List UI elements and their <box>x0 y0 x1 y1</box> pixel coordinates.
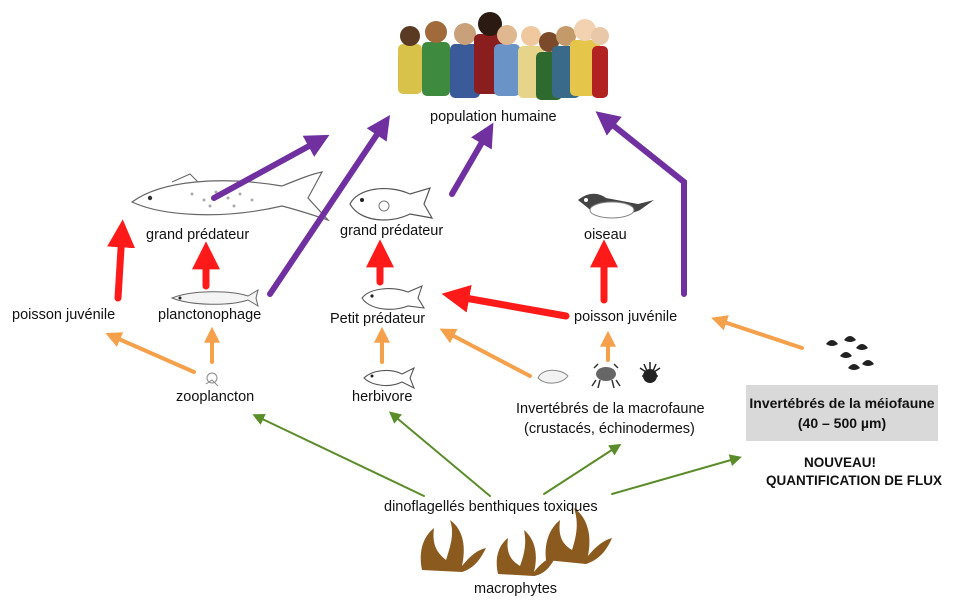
node-herbivore: herbivore <box>352 389 413 405</box>
meiofaune-title: Invertébrés de la méiofaune <box>749 395 935 411</box>
flow-arrow-orange <box>105 332 196 374</box>
flow-arrow-green <box>611 454 742 495</box>
flow-arrow-green <box>543 443 622 495</box>
sardine-icon <box>170 288 259 308</box>
node-macrofaune-title: Invertébrés de la macrofaune <box>516 401 705 417</box>
node-planctonophage: planctonophage <box>158 307 262 323</box>
meiofauna-icon <box>826 336 874 370</box>
node-dinoflagelles: dinoflagellés benthiques toxiques <box>384 499 598 515</box>
people-group-icon <box>398 12 609 100</box>
fish-icon <box>130 171 330 222</box>
bird-icon <box>578 193 654 219</box>
node-grand-predateur-mid: grand prédateur <box>340 223 444 239</box>
flow-arrow-green <box>252 414 425 497</box>
node-poisson-juvenile-left: poisson juvénile <box>12 307 116 323</box>
algae-icon <box>420 508 612 576</box>
fish-icon <box>363 366 416 390</box>
node-poisson-juvenile-right: poisson juvénile <box>574 309 678 325</box>
meiofaune-size: (40 – 500 µm) <box>797 415 887 431</box>
flow-arrow-green <box>388 411 491 497</box>
quantification-label: QUANTIFICATION DE FLUX <box>766 473 942 488</box>
node-zooplancton: zooplancton <box>176 389 255 405</box>
flow-arrow-purple <box>267 115 391 297</box>
flow-arrow-orange <box>439 328 532 378</box>
crab-icon <box>591 363 621 389</box>
flow-arrow-red <box>441 284 570 320</box>
flow-arrow-red <box>107 219 136 302</box>
shell-icon <box>537 369 569 384</box>
nouveau-label: NOUVEAU! <box>804 455 877 470</box>
flow-arrow-orange <box>711 315 804 350</box>
flow-arrow-purple <box>449 122 494 197</box>
node-population-humaine: population humaine <box>430 109 557 125</box>
grouper-icon <box>349 187 434 221</box>
node-grand-predateur-left: grand prédateur <box>146 227 250 243</box>
node-macrofaune-subtitle: (crustacés, échinodermes) <box>524 421 695 437</box>
grouper-icon <box>361 285 426 310</box>
flow-arrow-purple <box>211 134 330 201</box>
flow-arrow-purple <box>595 111 687 297</box>
node-macrophytes: macrophytes <box>474 581 558 597</box>
urchin-icon <box>639 362 661 383</box>
zooplankton-icon <box>205 372 219 387</box>
node-petit-predateur: Petit prédateur <box>330 311 426 327</box>
meiofaune-box: Invertébrés de la méiofaune (40 – 500 µm… <box>746 385 938 441</box>
node-oiseau: oiseau <box>584 227 627 243</box>
